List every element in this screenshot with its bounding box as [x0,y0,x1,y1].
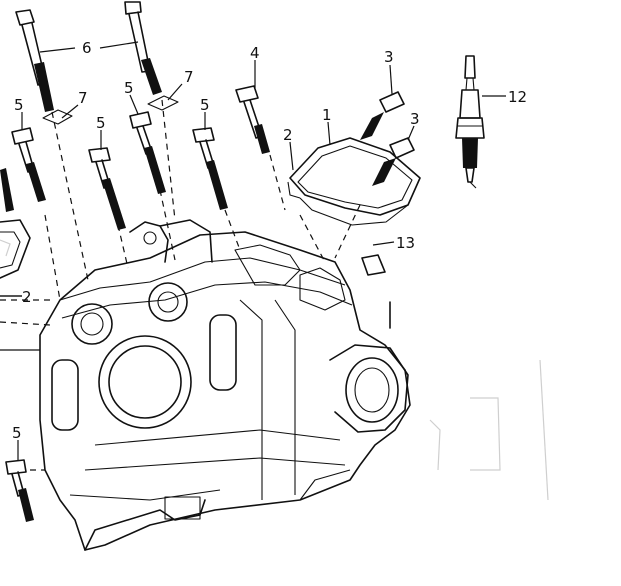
spark-plug [455,55,485,189]
bolt-3-bottom [372,137,415,186]
callout-labels: 1 2 2 3 3 4 5 5 5 5 5 6 7 7 12 13 [12,39,527,442]
callout-5-c: 5 [124,79,134,97]
cylinder-head [39,219,411,551]
leader-lines [0,41,506,460]
callout-3-bottom: 3 [410,110,420,128]
bolt-3-top [360,91,405,140]
callout-4: 4 [250,44,260,62]
callout-12: 12 [508,88,527,106]
bolt-5-c [129,111,166,194]
callout-13: 13 [396,234,415,252]
bolt-5-a [11,127,46,202]
background-artefacts [429,359,549,501]
bolt-partial-left [0,168,14,212]
long-bolt-left [15,9,54,112]
part-13-clip [361,254,386,276]
callout-7-left: 7 [78,89,88,107]
callout-2-left: 2 [22,288,32,306]
bolt-5-e [5,459,34,522]
callout-3-top: 3 [384,48,394,66]
callout-5-d: 5 [200,96,210,114]
assembly-guide-lines [0,99,361,471]
callout-2-top: 2 [283,126,293,144]
callout-5-e: 5 [12,424,22,442]
gasket-left [0,219,31,279]
bolt-5-b [88,147,126,230]
callout-6: 6 [82,39,92,57]
bolt-4 [235,85,270,154]
valve-cover [287,137,421,226]
callout-1: 1 [322,106,332,124]
bolt-5-d [192,127,228,210]
washer-right [147,95,179,111]
callout-7-right: 7 [184,68,194,86]
callout-5-b: 5 [96,114,106,132]
washer-left [42,109,73,125]
callout-5-a: 5 [14,96,24,114]
